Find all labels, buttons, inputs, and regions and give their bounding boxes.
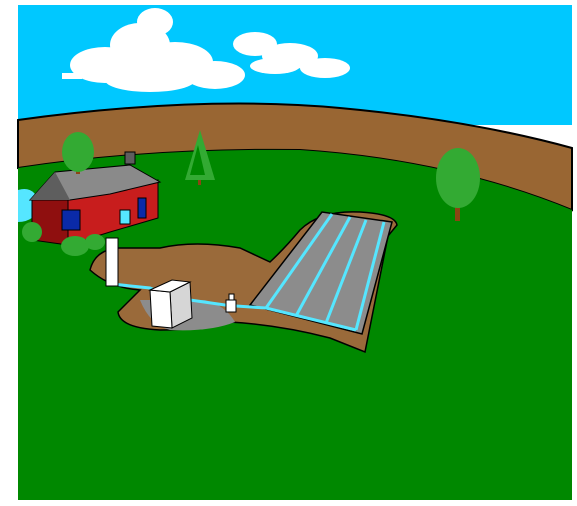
bushes: [22, 222, 105, 256]
distribution-box: [225, 293, 237, 313]
drain-field-laterals: [235, 213, 386, 332]
lateral-2: [294, 216, 352, 317]
tree-left: [62, 132, 94, 174]
lateral-3: [324, 219, 368, 324]
house-door: [137, 197, 147, 219]
clouds: [62, 8, 350, 92]
chimney: [124, 151, 136, 165]
header-pipe: [235, 304, 357, 332]
lateral-4: [354, 221, 386, 331]
septic-tank: [148, 279, 193, 329]
house-window: [119, 209, 131, 225]
lateral-1: [264, 213, 334, 309]
house-garage-door: [61, 209, 81, 231]
cleanout-riser: [105, 237, 119, 287]
tree-right: [436, 148, 480, 221]
cloud-right: [233, 32, 350, 78]
house: [28, 151, 162, 246]
tree-middle: [185, 130, 215, 185]
cloud-left: [62, 8, 245, 92]
